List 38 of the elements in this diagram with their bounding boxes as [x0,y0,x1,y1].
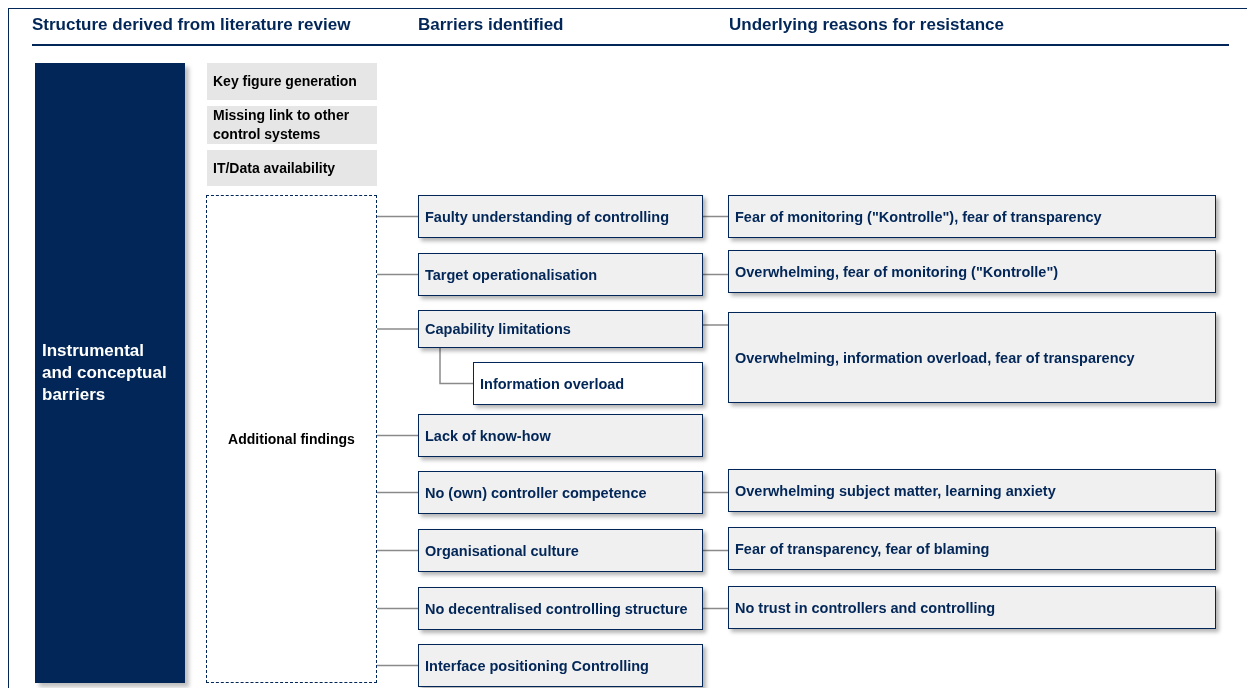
barrier-box: Lack of know-how [418,414,703,457]
connector-line [702,549,729,552]
barrier-box: Overwhelming, information overload, fear of transparency [728,312,1216,403]
barrier-box: Fear of transparency, fear of blaming [728,527,1216,570]
barrier-box: Faulty understanding of controlling [418,195,703,238]
connector-line [702,607,729,610]
dashed-group-box: Additional findings [206,195,377,683]
connector-line [376,607,419,610]
connector-line [376,328,419,330]
literature-item: Key figure generation [207,63,377,100]
connector-line [376,664,419,667]
literature-item: IT/Data availability [207,150,377,186]
connector-line [439,347,474,385]
connector-line [702,324,729,326]
barrier-box: Organisational culture [418,529,703,572]
sub-barrier-box: Information overload [473,362,703,405]
barrier-box: No decentralised controlling structure [418,587,703,630]
connector-line [376,549,419,552]
connector-line [376,273,419,276]
literature-item: Missing link to other control systems [207,106,377,144]
connector-line [702,491,729,494]
column-header: Barriers identified [418,14,564,36]
connector-line [376,434,419,437]
column-header: Structure derived from literature review [32,14,351,36]
connector-line [702,273,729,276]
barrier-box: Fear of monitoring ("Kontrolle"), fear of transparency [728,195,1216,238]
barrier-box: Overwhelming, fear of monitoring ("Kontrolle") [728,250,1216,293]
barrier-box: Capability limitations [418,310,703,348]
barrier-box: Interface positioning Controlling [418,644,703,687]
connector-line [702,215,729,218]
barrier-box: Target operationalisation [418,253,703,296]
connector-line [376,215,419,218]
category-bar: Instrumental and conceptual barriers [35,63,185,683]
column-header: Underlying reasons for resistance [729,14,1004,36]
barrier-box: No trust in controllers and controlling [728,586,1216,629]
barrier-box: Overwhelming subject matter, learning anxiety [728,469,1216,512]
barrier-box: No (own) controller competence [418,471,703,514]
connector-line [376,491,419,494]
